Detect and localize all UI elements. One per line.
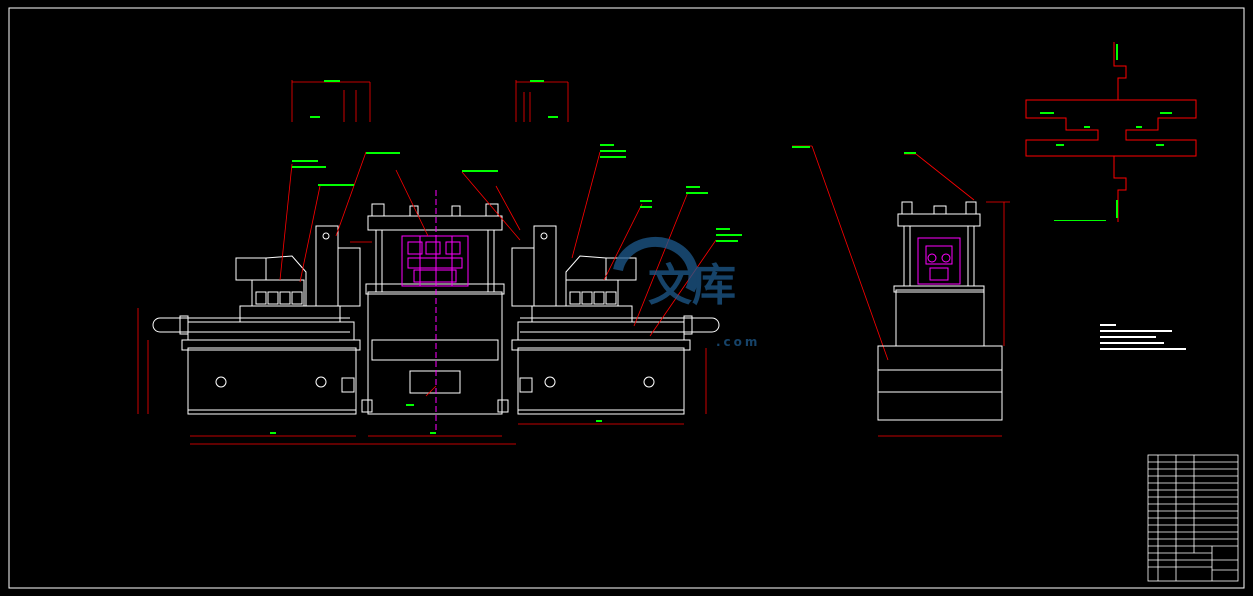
title-block <box>1147 454 1239 582</box>
press-top-plate <box>367 215 503 231</box>
side-die-section <box>917 237 961 285</box>
left-base-hole-2 <box>315 376 327 388</box>
watermark: 文库 .com <box>613 236 760 349</box>
watermark-domain: .com <box>716 335 760 349</box>
watermark-logo-icon <box>613 236 699 293</box>
side-base <box>877 345 1003 421</box>
technical-notes <box>1100 324 1186 350</box>
left-base-hole-1 <box>215 376 227 388</box>
right-base-hole-1 <box>544 376 556 388</box>
right-rail <box>520 317 720 333</box>
right-base <box>517 347 685 415</box>
drawing-frame <box>8 7 1245 589</box>
front-view <box>152 203 720 415</box>
left-base <box>187 347 357 415</box>
left-motor <box>235 257 267 281</box>
center-base <box>367 291 503 415</box>
annotations <box>270 80 916 434</box>
side-dimensions <box>878 201 1010 437</box>
side-view <box>877 201 1003 421</box>
center-window <box>409 370 461 394</box>
right-base-hole-2 <box>643 376 655 388</box>
front-dimensions <box>137 80 707 445</box>
section-detail <box>1025 42 1197 222</box>
section-annotations <box>1040 44 1172 221</box>
front-die-section <box>401 190 469 430</box>
watermark-chars: 文库 <box>648 260 736 311</box>
left-rail <box>152 317 350 333</box>
